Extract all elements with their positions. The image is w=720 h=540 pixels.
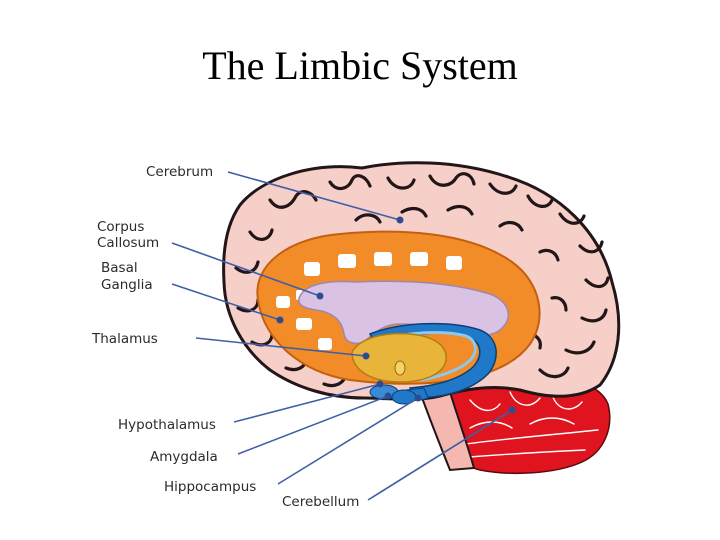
label-corpus-callosum-line1: Corpus [97,219,144,235]
leader-lines [171,171,516,501]
label-basal-ganglia-line1: Basal [101,260,138,276]
label-cerebrum: Cerebrum [146,164,213,180]
dot-cerebellum [508,406,516,414]
label-hippocampus: Hippocampus [164,479,256,495]
dot-amygdala [384,392,392,400]
leader-amygdala [237,395,389,455]
brain-stem [418,391,476,472]
dot-basal-ganglia [276,316,284,324]
dot-hypothalamus [376,380,384,388]
leader-basal-ganglia [171,283,281,321]
dot-corpus-callosum [316,292,324,300]
label-hypothalamus: Hypothalamus [118,417,216,433]
slide-title: The Limbic System [202,43,518,88]
leader-corpus-callosum [171,242,321,297]
dot-cerebrum [396,216,404,224]
thalamus [351,332,447,383]
pituitary-nub [394,360,406,376]
label-thalamus: Thalamus [91,331,158,347]
leader-thalamus [195,337,367,357]
labels: Cerebrum Corpus Callosum Basal Ganglia T… [91,164,359,510]
label-amygdala: Amygdala [150,449,218,465]
leader-hippocampus [277,397,419,485]
label-basal-ganglia-line2: Ganglia [101,277,153,293]
leader-cerebellum [367,409,513,501]
label-cerebellum: Cerebellum [282,494,359,510]
dot-hippocampus [414,394,422,402]
dot-thalamus [362,352,370,360]
label-corpus-callosum-line2: Callosum [97,235,159,251]
leader-cerebrum [227,171,401,221]
leader-hypothalamus [233,383,381,423]
